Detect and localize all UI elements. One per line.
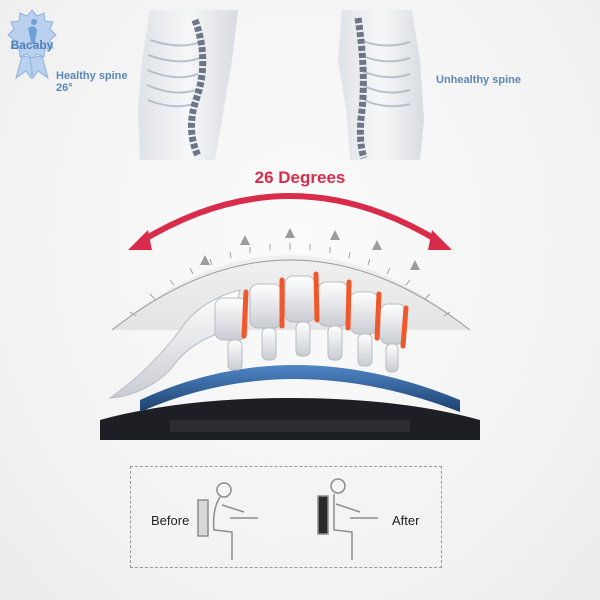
brand-name: Bacaby	[10, 38, 54, 52]
stretcher-device	[100, 365, 480, 440]
spine-vertebrae	[108, 271, 409, 399]
unhealthy-spine-figure	[338, 10, 424, 160]
unhealthy-spine-label: Unhealthy spine	[436, 74, 521, 86]
healthy-spine-label: Healthy spine	[56, 70, 128, 82]
before-figure	[197, 482, 258, 560]
healthy-spine-caption: Healthy spine 26°	[56, 70, 128, 94]
ribbon-badge-icon	[7, 9, 57, 80]
healthy-spine-figure	[138, 10, 238, 160]
healthy-spine-angle: 26°	[56, 82, 73, 94]
degree-arc-arrow	[128, 193, 452, 250]
degrees-label: 26 Degrees	[254, 168, 346, 187]
before-label: Before	[151, 513, 190, 528]
after-label: After	[392, 513, 420, 528]
after-figure	[317, 478, 378, 560]
before-after-box	[130, 466, 442, 568]
